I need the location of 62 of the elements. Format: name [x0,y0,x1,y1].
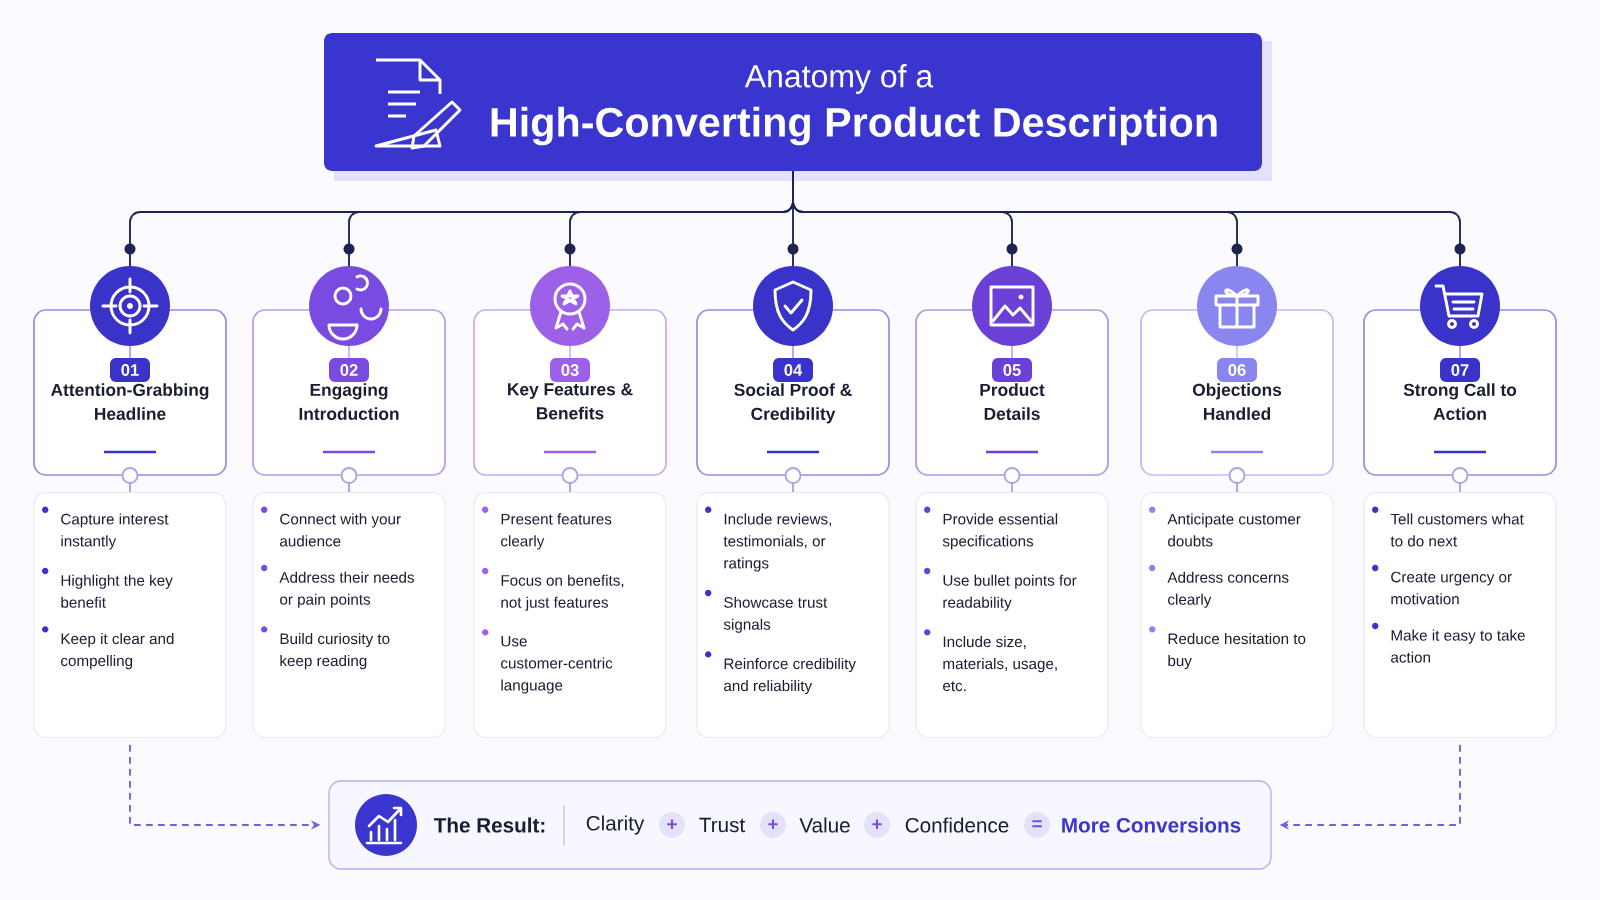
connector [1451,467,1469,493]
result-term: Confidence [905,817,1009,833]
title-text: High-Converting Product Description [491,106,1217,146]
bullet-item: Keep it clear and compelling [61,632,174,670]
bullet-item: Address concerns clearly [1167,571,1289,608]
bullet-card [252,492,446,739]
connector [561,467,579,493]
connector [1228,467,1246,493]
number-badge: 04 [773,358,813,382]
step-title: Key Features & Benefits [508,383,633,420]
operator-sign: + [659,812,685,838]
number-badge: 02 [329,358,369,382]
number-badge: 07 [1440,358,1480,382]
result-term: Clarity [586,815,645,835]
bullet-item: Showcase trust signals [723,596,828,633]
step-title: Product Details [980,383,1045,420]
result-term: Value [799,817,850,833]
operator-sign: + [760,812,786,838]
bullet-item: Create urgency or motivation [1391,571,1512,605]
connector [121,467,139,493]
step-title: Strong Call to Action [1403,383,1517,420]
bullet-item: Use customer-centric language [501,635,613,694]
bullet-item: Highlight the key benefit [61,574,173,608]
bullet-item: Make it easy to take action [1391,629,1525,663]
bullet-item: Include reviews, testimonials, or ratings [723,513,831,572]
bullet-item: Tell customers what to do next [1390,513,1524,547]
connector [340,467,358,493]
number-badge: 03 [550,358,590,382]
number-badge: 05 [992,358,1032,382]
connector [1003,467,1021,493]
bullet-item: Use bullet points for readability [943,574,1077,611]
bullet-card [33,492,227,739]
bullet-item: Capture interest instantly [61,513,169,550]
bullet-card [473,492,667,739]
connector [792,170,1466,267]
number-badge: 01 [110,358,150,382]
bullet-item: Build curiosity to keep reading [280,632,390,670]
title-text: Anatomy of a [744,64,934,94]
bullet-card [915,492,1109,739]
bullet-item: Reduce hesitation to buy [1168,632,1306,670]
bullet-item: Connect with your audience [280,513,401,547]
bullet-item: Include size, materials, usage, etc. [943,636,1057,692]
result-label: The Result: [433,817,545,833]
bullet-card [1363,492,1557,739]
bullet-card [696,492,890,739]
number-badge: 06 [1217,358,1257,382]
bullet-item: Reinforce credibility and reliability [724,658,856,695]
operator-sign: + [864,812,890,838]
bullet-item: Present features clearly [501,513,612,550]
bullet-item: Anticipate customer doubts [1167,513,1301,547]
operator-sign: = [1024,812,1050,838]
bullet-item: Provide essential specifications [942,513,1058,550]
step-title: Engaging Introduction [299,383,399,420]
bullet-item: Focus on benefits, not just features [501,574,624,611]
bullet-card [1140,492,1334,739]
step-title: Social Proof & Credibility [734,383,852,424]
result-term: Trust [699,817,745,833]
bullet-item: Address their needs or pain points [279,571,414,608]
result-outcome: More Conversions [1062,817,1241,833]
connector [784,467,802,493]
step-title: Objections Handled [1192,383,1282,420]
step-title: Attention-Grabbing Headline [51,383,209,420]
